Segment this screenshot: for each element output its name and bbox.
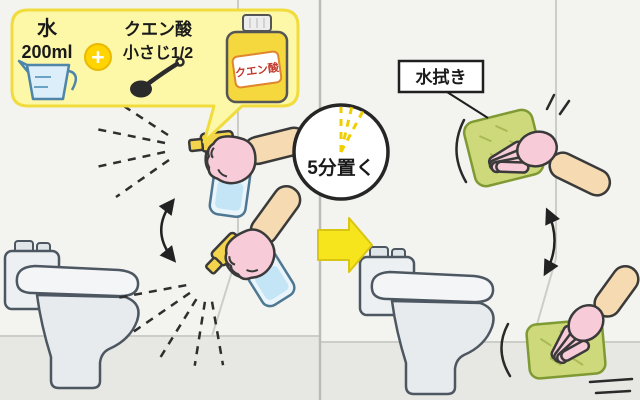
measuring-spoon-icon (130, 57, 185, 98)
motion-arc-upper (455, 118, 468, 184)
wipe-lower (500, 264, 640, 395)
wipe-label-box (397, 59, 485, 94)
measuring-cup-icon (17, 59, 78, 101)
speed-lines-lower (588, 377, 634, 395)
shake-ticks-upper (545, 93, 571, 116)
label-leader-line (446, 91, 489, 119)
acid-amount-label: 小さじ1/2 (123, 44, 193, 62)
acid-name-label: クエン酸 (124, 19, 193, 39)
plus-sign: + (91, 44, 104, 70)
timer-wedge-icon (339, 105, 365, 153)
water-name-label: 水 (37, 17, 58, 40)
recipe-bubble: 水 200ml + クエン酸 小さじ1/2 (10, 8, 300, 144)
spray-fan-lower (118, 283, 225, 366)
motion-arc-lower (500, 322, 512, 378)
water-amount-label: 200ml (21, 42, 72, 62)
gloved-hand-lower (550, 303, 605, 365)
wait-text: 5分置く (307, 157, 375, 179)
spray-fan-upper (95, 99, 170, 199)
wipe-upper (455, 93, 612, 197)
wipe-label-text: 水拭き (416, 67, 467, 87)
wait-timer: 5分置く (292, 103, 390, 201)
double-arrow-right (543, 207, 561, 277)
wipe-label-callout: 水拭き (397, 59, 489, 119)
double-arrow-left (158, 198, 177, 263)
gloved-hand-upper (487, 130, 558, 174)
citric-acid-bottle-icon: クエン酸 (225, 14, 289, 104)
next-step-arrow-icon (317, 217, 373, 273)
plus-icon: + (84, 43, 112, 71)
